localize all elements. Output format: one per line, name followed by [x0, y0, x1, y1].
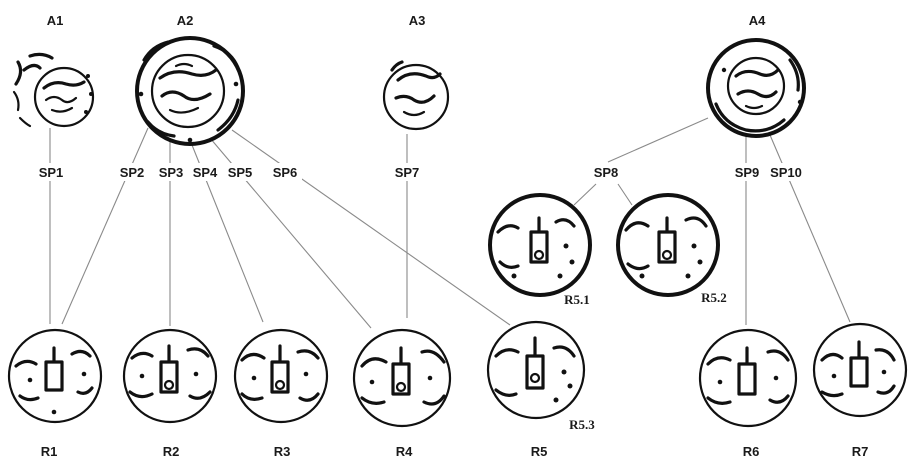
coin-r5-2	[616, 193, 720, 297]
label-r6: R6	[743, 444, 760, 459]
label-sp6: SP6	[273, 165, 298, 180]
coin-r7	[812, 322, 908, 418]
label-a2: A2	[177, 13, 194, 28]
coin-r5	[486, 320, 586, 420]
label-r5-3: R5.3	[569, 417, 595, 432]
coin-a1	[12, 52, 95, 128]
coin-r2	[122, 328, 218, 424]
label-sp5: SP5	[228, 165, 253, 180]
coin-r5-1	[488, 193, 592, 297]
link-sp6	[231, 129, 511, 326]
sub-labels: R5.1 R5.2 R5.3	[564, 290, 727, 432]
coin-a2	[135, 36, 245, 146]
label-backgrounds	[34, 163, 807, 181]
label-sp7: SP7	[395, 165, 420, 180]
label-sp2: SP2	[120, 165, 145, 180]
label-a4: A4	[749, 13, 766, 28]
label-r4: R4	[396, 444, 413, 459]
label-sp9: SP9	[735, 165, 760, 180]
coin-r6	[698, 328, 798, 428]
coin-a4	[706, 38, 806, 138]
label-a1: A1	[47, 13, 64, 28]
link-sp8-left	[573, 183, 597, 206]
coin-a3	[382, 60, 450, 131]
label-r2: R2	[163, 444, 180, 459]
label-sp4: SP4	[193, 165, 218, 180]
label-sp10: SP10	[770, 165, 802, 180]
label-a3: A3	[409, 13, 426, 28]
label-sp1: SP1	[39, 165, 64, 180]
label-r5: R5	[531, 444, 548, 459]
link-sp2	[61, 127, 149, 325]
bottom-labels: R1 R2 R3 R4 R5 R6 R7	[41, 444, 869, 459]
label-sp3: SP3	[159, 165, 184, 180]
coin-r4	[352, 328, 452, 428]
label-sp8: SP8	[594, 165, 619, 180]
link-sp8-right	[617, 183, 633, 206]
links	[49, 117, 851, 329]
link-labels: SP1 SP2 SP3 SP4 SP5 SP6 SP7 SP8 SP9 SP10	[39, 165, 802, 180]
label-r5-2: R5.2	[701, 290, 727, 305]
label-r5-1: R5.1	[564, 292, 590, 307]
label-r1: R1	[41, 444, 58, 459]
coin-r1	[7, 328, 103, 424]
link-sp8-up	[607, 117, 709, 163]
label-r3: R3	[274, 444, 291, 459]
top-labels: A1 A2 A3 A4	[47, 13, 766, 28]
label-r7: R7	[852, 444, 869, 459]
coin-r3	[233, 328, 329, 424]
